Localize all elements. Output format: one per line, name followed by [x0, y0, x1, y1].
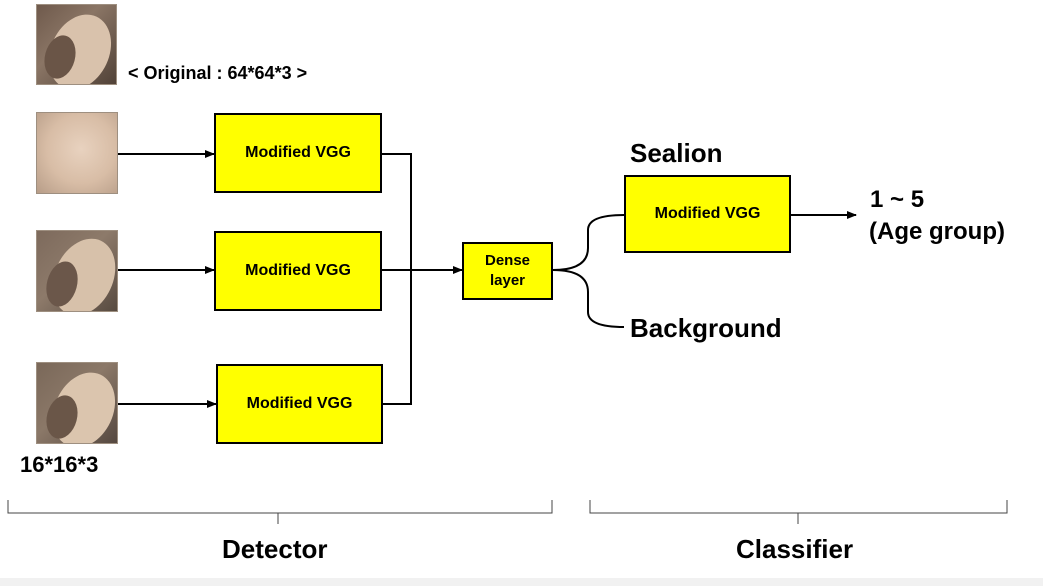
detector-vgg-box-1: Modified VGG	[214, 113, 382, 193]
patch-size-label: 16*16*3	[20, 452, 99, 477]
patch-image-3	[36, 362, 118, 444]
detector-bracket	[7, 500, 553, 524]
dense-layer-box: Dense layer	[462, 242, 553, 300]
merge-top	[382, 153, 412, 405]
output-desc-label: (Age group)	[869, 218, 1005, 245]
patch-image-2	[36, 230, 118, 312]
sealion-label: Sealion	[630, 138, 723, 168]
output-range-label: 1 ~ 5	[870, 186, 925, 213]
patch-image-1	[36, 112, 118, 194]
original-size-label: < Original : 64*64*3 >	[128, 63, 308, 83]
background-label: Background	[630, 313, 782, 343]
classifier-vgg-box: Modified VGG	[624, 175, 791, 253]
brace-split-lower	[552, 269, 625, 328]
footer-strip	[0, 578, 1043, 586]
original-image	[36, 4, 117, 85]
brace-split	[552, 214, 625, 271]
classifier-bracket	[589, 500, 1008, 524]
detector-section-label: Detector	[222, 534, 328, 564]
detector-vgg-box-3: Modified VGG	[216, 364, 383, 444]
detector-vgg-box-2: Modified VGG	[214, 231, 382, 311]
classifier-section-label: Classifier	[736, 534, 854, 564]
